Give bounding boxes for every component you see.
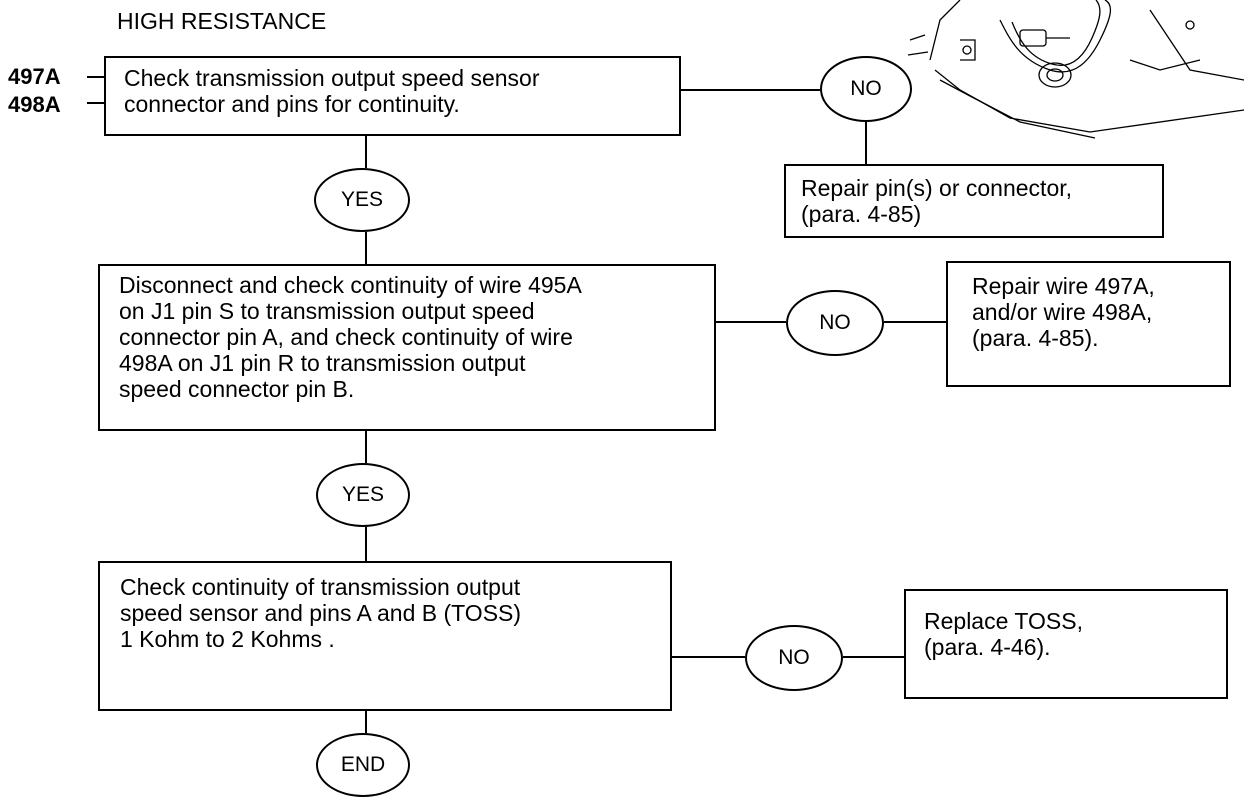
step3-check-box: Check continuity of transmission output … — [98, 561, 672, 711]
step2-no-oval: NO — [786, 290, 884, 356]
step3-no-oval: NO — [745, 625, 843, 691]
step1-check-box: Check transmission output speed sensor c… — [104, 56, 681, 136]
step1-repair-action-box: Repair pin(s) or connector, (para. 4-85) — [784, 164, 1164, 238]
step2-repair-action-box: Repair wire 497A, and/or wire 498A, (par… — [946, 261, 1231, 387]
step3-replace-action-box: Replace TOSS, (para. 4-46). — [904, 589, 1228, 699]
end-oval: END — [316, 733, 410, 797]
step1-yes-oval: YES — [314, 168, 410, 232]
step2-check-box: Disconnect and check continuity of wire … — [98, 264, 716, 431]
step1-no-oval: NO — [820, 56, 912, 122]
step2-yes-oval: YES — [316, 463, 410, 527]
page-title: HIGH RESISTANCE — [117, 8, 327, 34]
wire-label-497a: 497A — [8, 64, 61, 89]
transmission-speed-sensor-illustration-icon — [907, 0, 1244, 139]
wire-label-498a: 498A — [8, 92, 61, 117]
